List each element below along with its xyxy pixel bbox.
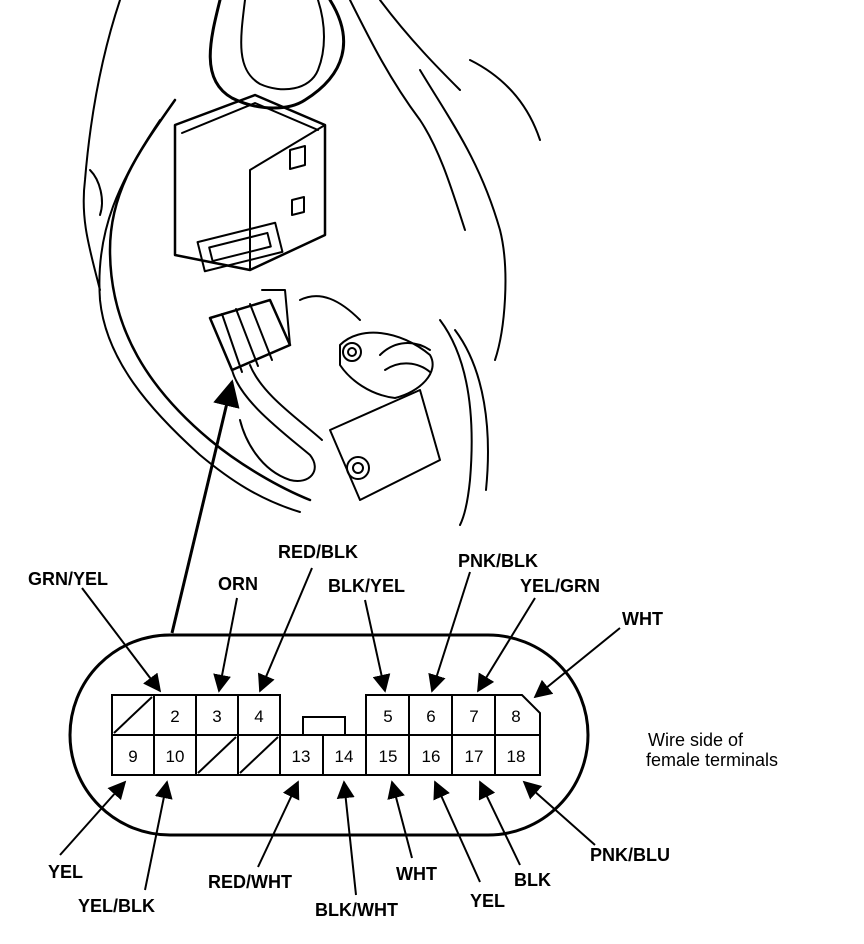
connector-outline: [68, 633, 590, 837]
wire-label-t18: PNK/BLU: [590, 845, 670, 865]
wire-label-t7: YEL/GRN: [520, 576, 600, 596]
pin-7: 7: [469, 707, 478, 726]
wire-label-t13: RED/WHT: [208, 872, 292, 892]
pin-16: 16: [422, 747, 441, 766]
wire-label-t9: YEL: [48, 862, 83, 882]
pin-6: 6: [426, 707, 435, 726]
wire-label-t8: WHT: [622, 609, 663, 629]
wire-label-t16: YEL: [470, 891, 505, 911]
pin-8: 8: [511, 707, 520, 726]
pin-13: 13: [292, 747, 311, 766]
wire-label-t2: GRN/YEL: [28, 569, 108, 589]
pin-18: 18: [507, 747, 526, 766]
pointer-arrow: [170, 379, 240, 634]
connector-face: 2 3 4 5 6 7 8 9 10 13 14 15 16 17 18: [68, 633, 590, 837]
pin-14: 14: [335, 747, 354, 766]
pin-9: 9: [128, 747, 137, 766]
wire-label-t14: BLK/WHT: [315, 900, 398, 920]
pin-2: 2: [170, 707, 179, 726]
leader-lines: [59, 567, 621, 896]
wire-label-t5: BLK/YEL: [328, 576, 405, 596]
pin-3: 3: [212, 707, 221, 726]
pin-4: 4: [254, 707, 263, 726]
wire-label-t17: BLK: [514, 870, 551, 890]
pin-15: 15: [379, 747, 398, 766]
pin-17: 17: [465, 747, 484, 766]
engine-bay-illustration: [82, 0, 541, 526]
caption-line-1: Wire side of: [648, 730, 744, 750]
locking-tab: [302, 716, 346, 736]
pin-10: 10: [166, 747, 185, 766]
wire-label-t3: ORN: [218, 574, 258, 594]
wire-label-t15: WHT: [396, 864, 437, 884]
wire-label-t4: RED/BLK: [278, 542, 358, 562]
wire-label-t6: PNK/BLK: [458, 551, 538, 571]
pin-5: 5: [383, 707, 392, 726]
wire-label-t10: YEL/BLK: [78, 896, 155, 916]
wire-labels: GRN/YEL ORN RED/BLK BLK/YEL PNK/BLK YEL/…: [28, 542, 670, 920]
caption-line-2: female terminals: [646, 750, 778, 770]
